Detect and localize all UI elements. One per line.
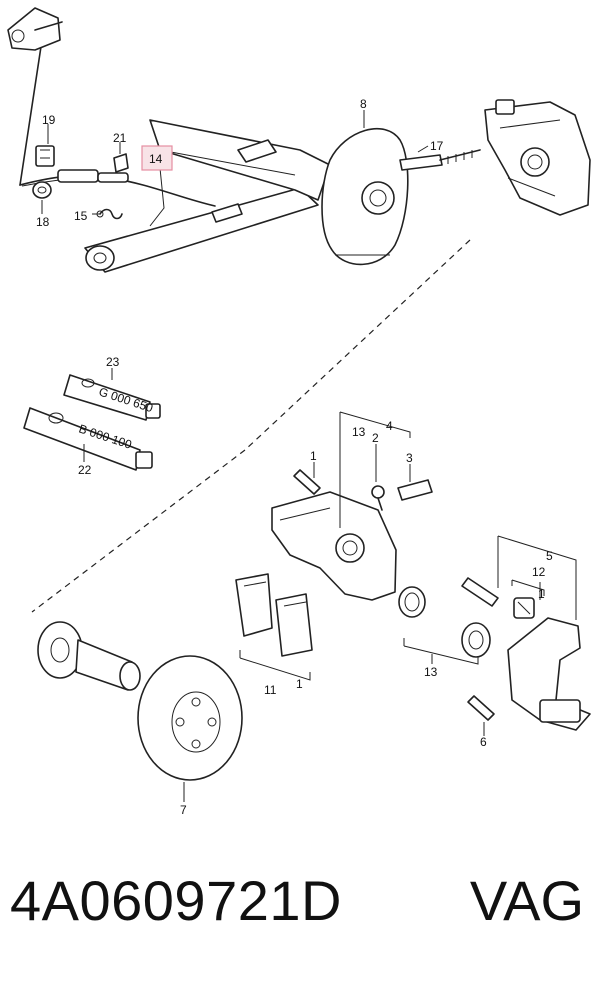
- retaining-spring: [96, 208, 123, 220]
- upper-brake-caliper: [484, 99, 591, 216]
- bracket-5: [497, 535, 577, 620]
- callout-13b: 13: [424, 665, 438, 679]
- lower-brake-caliper: [271, 491, 397, 601]
- cable-clip: [35, 145, 55, 167]
- mounting-bolt-6: [467, 695, 495, 721]
- guide-bolt-1: [293, 469, 321, 495]
- bracket-13b: [403, 638, 479, 665]
- callout-2: 2: [372, 431, 379, 445]
- brake-pad-right: [275, 593, 313, 657]
- grease-tube-22: B 000 100: [23, 407, 153, 471]
- leader-lines: [41, 110, 541, 802]
- cable-grommet: [32, 181, 52, 199]
- brand-label: VAG: [469, 869, 584, 932]
- callout-18: 18: [36, 215, 50, 229]
- callout-11: 11: [264, 683, 277, 697]
- footer: 4A0609721D VAG: [0, 868, 600, 968]
- brake-pad-left: [235, 573, 273, 637]
- handbrake-cable: [19, 39, 216, 207]
- bleed-cap-3: [397, 479, 433, 501]
- callout-19: 19: [42, 113, 56, 127]
- cable-mounting-bracket: [7, 7, 63, 51]
- exploded-brake-diagram: G 000 650 B 000 100: [7, 7, 591, 817]
- dashed-leader-lower: [31, 449, 246, 613]
- bracket-12: [511, 579, 545, 596]
- callout-21: 21: [113, 131, 127, 145]
- highlighted-callout-box: [141, 145, 173, 171]
- grease-tube-23: G 000 650: [63, 374, 161, 421]
- callout-1c: 1: [296, 677, 303, 691]
- guide-sleeve-12: [513, 597, 535, 619]
- callout-5: 5: [546, 549, 553, 563]
- part-number: 4A0609721D: [10, 869, 342, 932]
- callout-1b: 1: [538, 587, 545, 601]
- callout-8: 8: [360, 97, 367, 111]
- callout-17: 17: [430, 139, 444, 153]
- callout-13a: 13: [352, 425, 366, 439]
- brake-backing-plate: [321, 127, 409, 266]
- wheel-hub: [37, 621, 141, 691]
- caliper-carrier: [507, 617, 591, 731]
- piston-seal: [398, 586, 426, 618]
- dashed-leader-upper: [244, 239, 471, 451]
- callout-3: 3: [406, 451, 413, 465]
- callout-7: 7: [180, 803, 187, 817]
- callout-14: 14: [149, 152, 163, 166]
- bracket-4: [339, 411, 411, 528]
- dust-boot: [461, 622, 491, 658]
- callout-labels: 8 17 19 21 14 18 15 23 22 4 13 2 1 3 5 1…: [36, 97, 553, 817]
- callout-22: 22: [78, 463, 92, 477]
- spring-clip: [113, 153, 129, 173]
- callout-15: 15: [74, 209, 88, 223]
- callout-4: 4: [386, 419, 393, 433]
- rear-axle-beam: [84, 119, 331, 273]
- callout-1a: 1: [310, 449, 317, 463]
- bleed-valve-2: [371, 485, 385, 511]
- callout-12: 12: [532, 565, 546, 579]
- callout-23: 23: [106, 355, 120, 369]
- callout-6: 6: [480, 735, 487, 749]
- brake-bolt: [399, 149, 481, 171]
- bracket-11: [239, 650, 311, 681]
- brake-disc: [137, 655, 243, 781]
- carrier-bolt: [461, 577, 499, 607]
